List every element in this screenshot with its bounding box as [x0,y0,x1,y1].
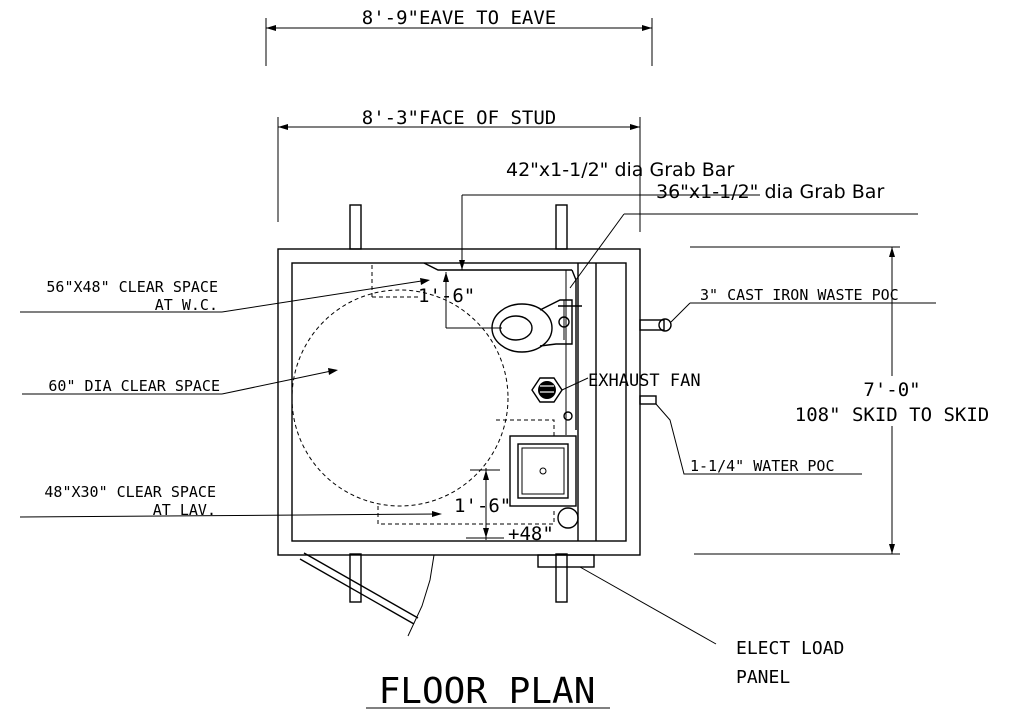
lav-clear-space-label-2: AT LAV. [153,501,216,519]
dimension-face-of-stud: 8'-3"FACE OF STUD [277,107,641,232]
grab-bar-42 [423,194,760,271]
clear-space-60-label: 60" DIA CLEAR SPACE [48,377,220,395]
exhaust-fan-label: EXHAUST FAN [588,371,701,391]
dimension-overall-length: 7'-0" 108" SKID TO SKID [690,246,1008,555]
wc-clearance-label: 1'-6" [418,285,475,307]
floor-plan-title: FLOOR PLAN [379,671,596,712]
elect-panel-label-1: ELECT LOAD [736,638,844,659]
lav-clear-space-label-1: 48"X30" CLEAR SPACE [44,483,216,501]
grab-bar-36-label: 36"x1-1/2" dia Grab Bar [656,181,884,203]
wc-clear-space-label-2: AT W.C. [155,296,218,314]
label-60-dia-clear-space: 60" DIA CLEAR SPACE [22,368,338,395]
overall-length-label: 7'-0" [863,379,920,401]
lav-clearance-label: 1'-6" [454,495,511,517]
water-poc-label: 1-1/4" WATER POC [690,457,835,475]
face-of-stud-label: 8'-3"FACE OF STUD [362,107,556,129]
water-poc: 1-1/4" WATER POC [639,395,862,475]
elect-panel-label-2: PANEL [736,667,790,688]
skid-to-skid-label: 108" SKID TO SKID [795,404,989,426]
lav-height-label: +48" [508,523,554,545]
electrical-panel: ELECT LOAD PANEL [537,554,844,688]
lav-clear-space: 1'-6" +48" [377,468,555,545]
exhaust-fan: EXHAUST FAN [531,371,701,421]
dimension-wc-centerline: 1'-6" [418,272,502,329]
wc-clear-space-label-1: 56"X48" CLEAR SPACE [46,278,218,296]
dimension-eave-to-eave: 8'-9"EAVE TO EAVE [265,7,653,66]
label-lav-clear-space: 48"X30" CLEAR SPACE AT LAV. [19,483,442,519]
turning-circle [291,289,509,507]
grab-bar-42-label: 42"x1-1/2" dia Grab Bar [506,159,734,181]
drawing-title: FLOOR PLAN [366,671,610,712]
waste-poc: 3" CAST IRON WASTE POC [639,286,936,332]
skids [349,204,568,603]
toilet [491,299,582,353]
lavatory [494,419,579,529]
eave-to-eave-label: 8'-9"EAVE TO EAVE [362,7,556,29]
wc-clear-space [371,263,418,298]
door [299,552,435,637]
grab-bar-36 [565,213,918,435]
waste-poc-label: 3" CAST IRON WASTE POC [700,286,899,304]
label-wc-clear-space: 56"X48" CLEAR SPACE AT W.C. [20,278,430,314]
